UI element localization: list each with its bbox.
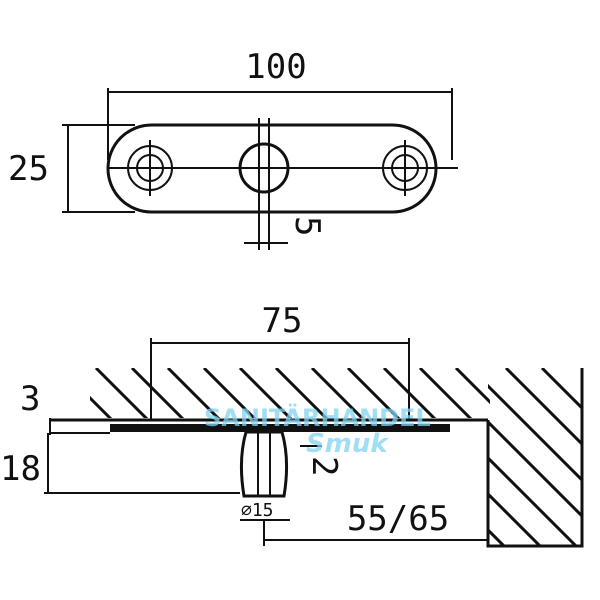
dim-label-100: 100	[245, 47, 306, 87]
section-view: 75	[0, 301, 584, 548]
dim-label-diameter: ⌀15	[241, 500, 274, 521]
top-view: 100 25 5	[8, 47, 458, 250]
watermark: SANITÄRHANDEL Smuk	[204, 403, 431, 459]
watermark-line2: Smuk	[306, 429, 389, 459]
wall-outline	[486, 368, 584, 548]
wall-hatching	[488, 368, 582, 546]
center-pin	[238, 142, 290, 194]
dim-label-25: 25	[8, 149, 49, 189]
mounting-plate-section	[110, 424, 450, 432]
dim-label-3: 3	[20, 379, 40, 419]
watermark-line1: SANITÄRHANDEL	[204, 403, 431, 432]
dim-label-75: 75	[262, 301, 303, 341]
dim-label-18: 18	[0, 449, 41, 489]
dim-label-clearance: 55/65	[347, 499, 449, 539]
pin-section	[239, 430, 289, 498]
dim-label-5: 5	[287, 216, 327, 236]
ceiling-hatching	[90, 368, 490, 418]
dim-label-2: 2	[304, 456, 344, 476]
